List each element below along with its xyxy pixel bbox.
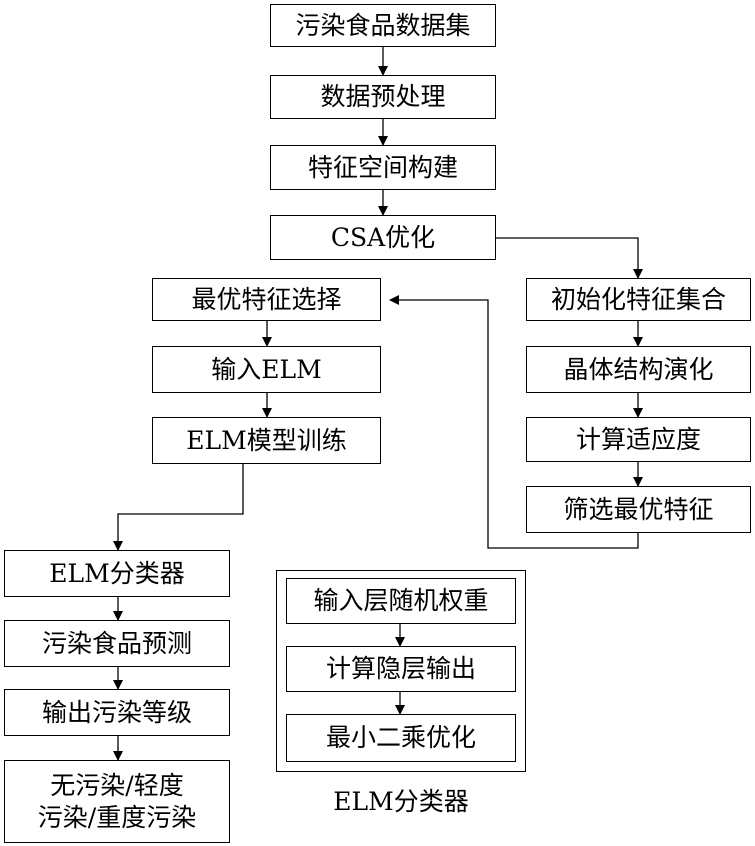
node-compute-fitness: 计算适应度: [526, 417, 751, 462]
node-elm-model-training: ELM模型训练: [152, 417, 381, 464]
node-label: 最小二乘优化: [325, 723, 476, 752]
node-label: 输出污染等级: [41, 697, 192, 727]
node-label: 污染食品预测: [41, 628, 192, 658]
node-input-elm: 输入ELM: [152, 346, 381, 393]
node-label: 晶体结构演化: [563, 354, 714, 384]
node-label: 污染食品数据集: [295, 10, 471, 40]
node-label: 输入ELM: [211, 354, 322, 384]
node-optimal-feature-selection: 最优特征选择: [152, 278, 381, 321]
node-least-squares-optimization: 最小二乘优化: [286, 714, 516, 762]
arrow-csa-to-init: [496, 237, 643, 279]
node-label: 筛选最优特征: [563, 494, 714, 524]
node-label: ELM分类器: [49, 558, 185, 588]
result-line-2: 污染/重度污染: [37, 802, 197, 832]
node-contaminated-food-prediction: 污染食品预测: [4, 620, 230, 667]
node-label: 特征空间构建: [307, 152, 458, 182]
node-crystal-structure-evolution: 晶体结构演化: [526, 346, 751, 393]
node-output-contamination-level: 输出污染等级: [4, 689, 230, 736]
node-contaminated-food-dataset: 污染食品数据集: [270, 4, 496, 47]
node-label: 计算适应度: [575, 424, 701, 454]
arrow-filter-to-selection: [389, 295, 639, 549]
node-label: CSA优化: [330, 222, 436, 252]
node-csa-optimization: CSA优化: [270, 215, 496, 260]
node-label: 初始化特征集合: [550, 284, 726, 314]
node-label: 输入层随机权重: [313, 586, 489, 615]
elm-detail-caption: ELM分类器: [333, 787, 469, 816]
node-feature-space-construction: 特征空间构建: [270, 145, 496, 190]
arrow-training-to-classifier: [113, 464, 244, 551]
node-label: 数据预处理: [320, 82, 446, 111]
node-data-preprocessing: 数据预处理: [270, 75, 496, 119]
node-contamination-result: 无污染/轻度 污染/重度污染: [4, 760, 230, 843]
node-filter-optimal-features: 筛选最优特征: [526, 486, 751, 533]
node-init-feature-set: 初始化特征集合: [526, 278, 751, 321]
node-label: ELM模型训练: [186, 425, 347, 455]
node-label: 计算隐层输出: [325, 654, 476, 683]
node-label: 最优特征选择: [191, 284, 342, 314]
result-line-1: 无污染/轻度: [50, 771, 184, 801]
node-compute-hidden-output: 计算隐层输出: [286, 646, 516, 692]
elm-classifier-detail-group: [276, 570, 526, 772]
node-input-layer-random-weights: 输入层随机权重: [286, 578, 516, 624]
node-elm-classifier: ELM分类器: [4, 550, 230, 597]
